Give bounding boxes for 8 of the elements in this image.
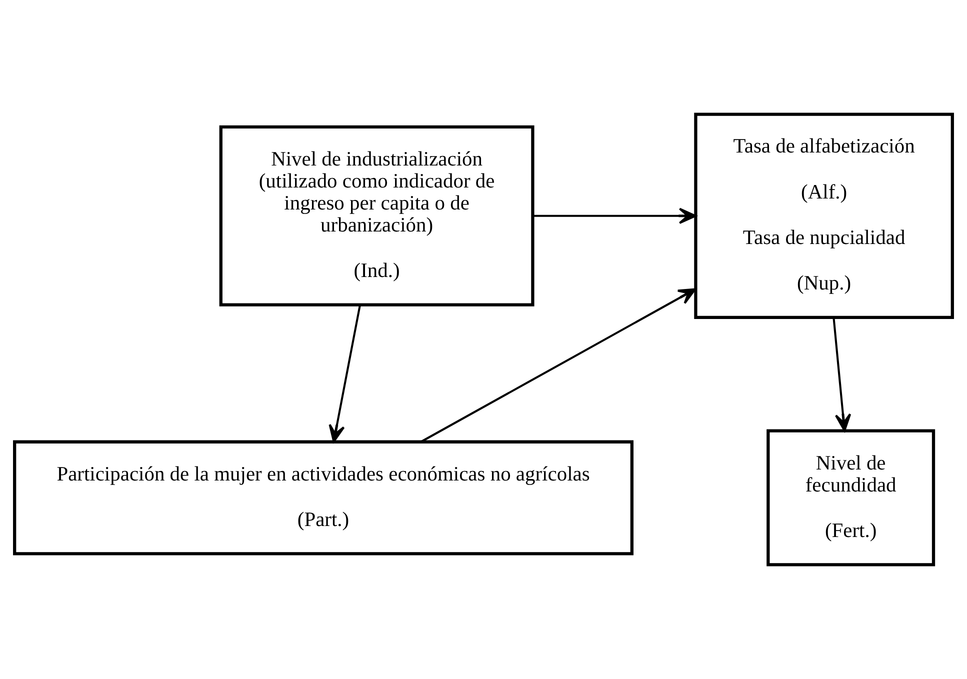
arrow (420, 288, 696, 443)
arrow (532, 208, 696, 224)
arrow (832, 318, 852, 432)
node-box: Participación de la mujer en actividades económicas no agrícolas (Part.) (13, 440, 634, 556)
node-box: Nivel de fecundidad (Fert.) (766, 429, 936, 566)
node-box: Tasa de alfabetización (Alf.) Tasa de nupcialidad (Nup.) (694, 112, 954, 320)
arrow (328, 304, 362, 442)
node-box: Nivel de industrialización (utilizado como indicador de ingreso per capita o de urbanización) (Ind.) (219, 125, 534, 306)
